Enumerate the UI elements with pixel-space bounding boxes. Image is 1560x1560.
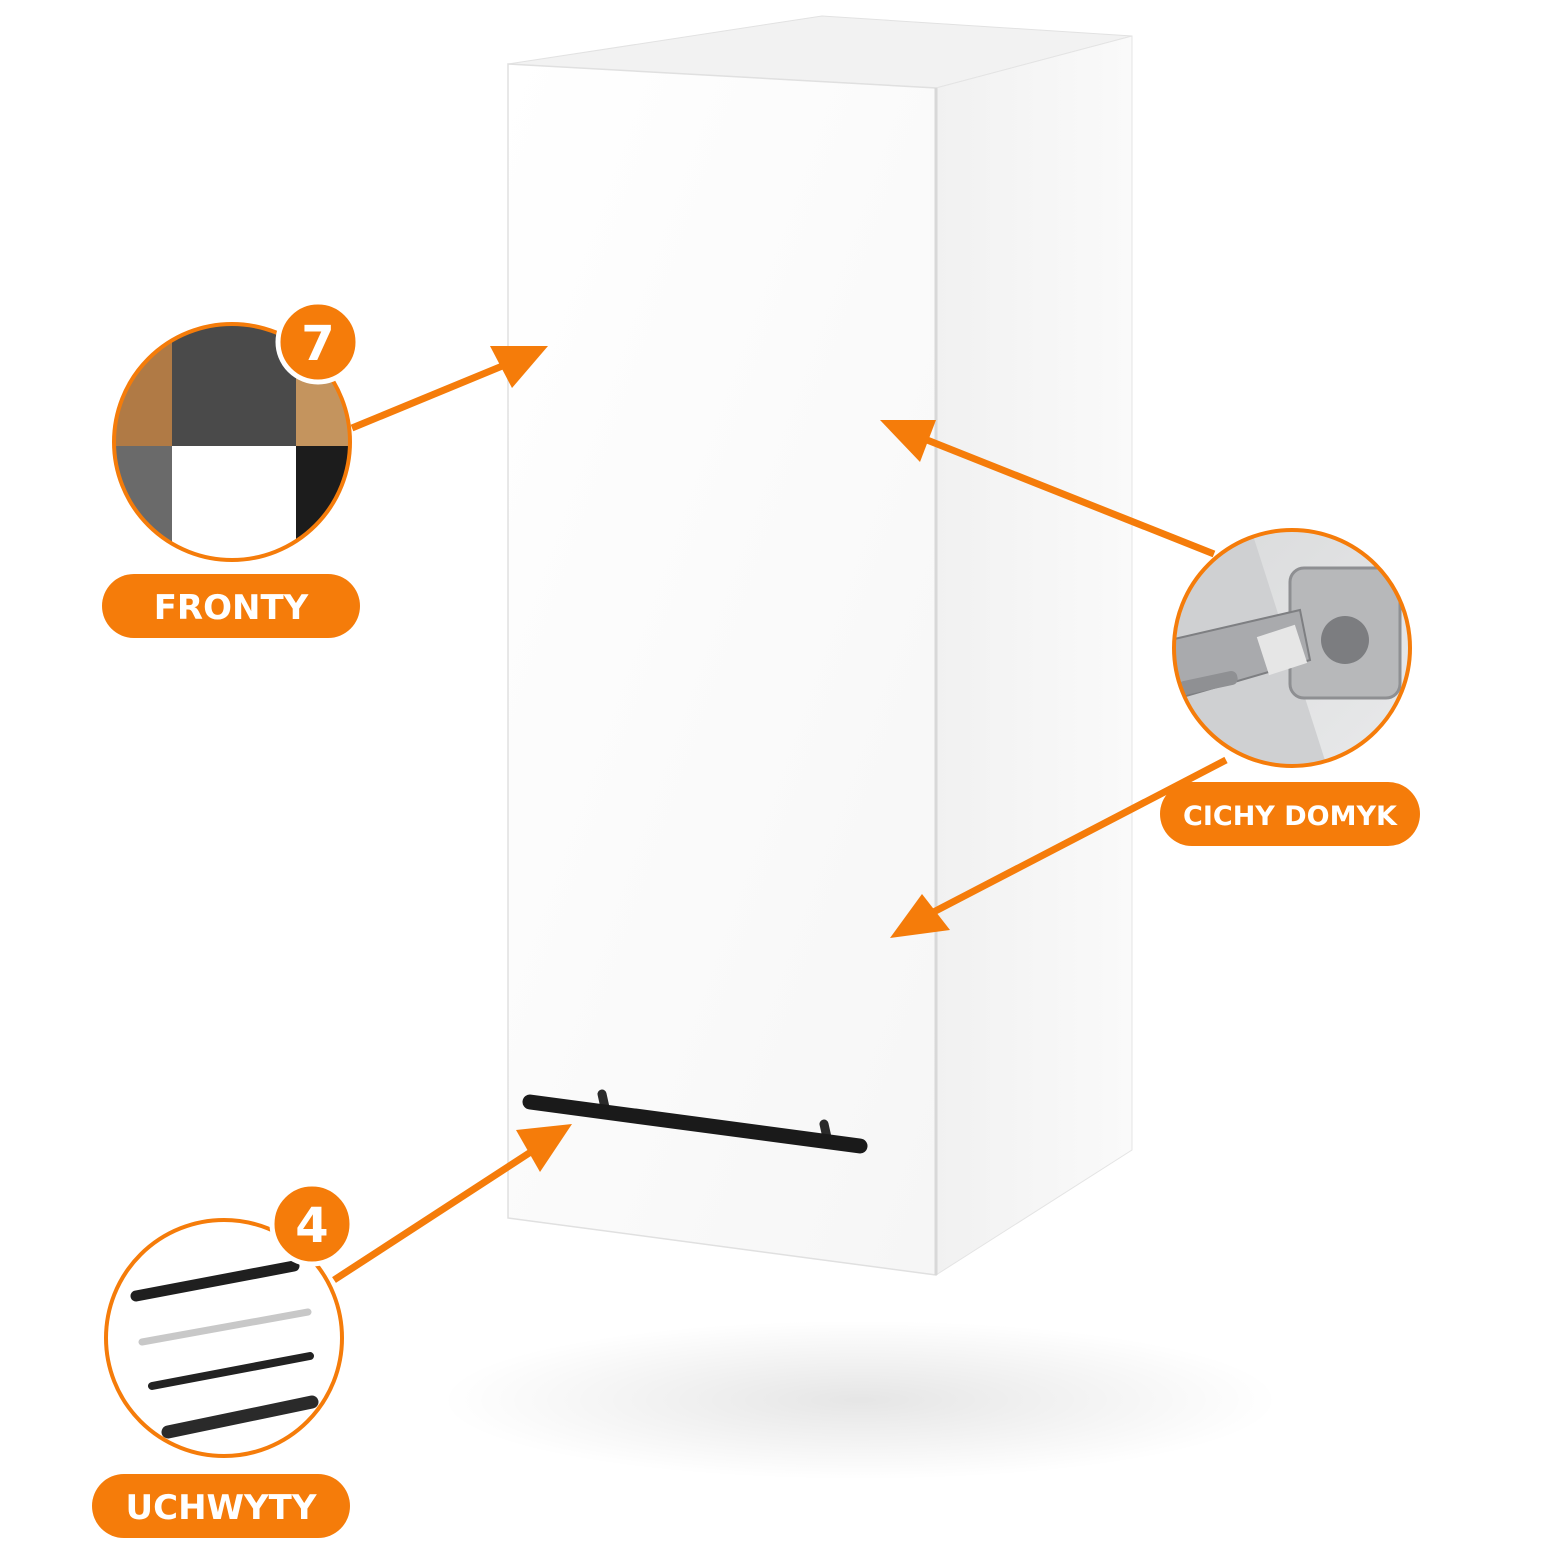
handle-option bbox=[161, 1395, 319, 1439]
color-swatch bbox=[172, 324, 296, 446]
arrow-fronts bbox=[350, 346, 548, 432]
cabinet-handle bbox=[522, 1089, 868, 1154]
count-badge bbox=[269, 1181, 355, 1267]
cabinet-side bbox=[935, 35, 1133, 1276]
label-badge bbox=[102, 574, 360, 638]
callout-soft-close: CICHY DOMYK bbox=[1160, 528, 1420, 846]
soft-close-label: CICHY DOMYK bbox=[1183, 801, 1398, 832]
arrow-hinge-top bbox=[880, 420, 1216, 558]
wall-cabinet bbox=[507, 15, 1133, 1276]
label-badge bbox=[92, 1474, 350, 1538]
callout-handles: 4 UCHWYTY bbox=[92, 1181, 355, 1538]
handle-option bbox=[148, 1352, 314, 1390]
cabinet-door bbox=[507, 63, 937, 1276]
hinge-icon bbox=[1174, 530, 1410, 766]
label-badge bbox=[1160, 782, 1420, 846]
color-swatch bbox=[114, 324, 172, 446]
handles-count: 4 bbox=[295, 1198, 328, 1254]
count-badge bbox=[275, 299, 361, 385]
color-swatch bbox=[172, 446, 296, 560]
callout-fronts: 7 FRONTY bbox=[102, 299, 361, 638]
handle-option bbox=[138, 1308, 312, 1346]
floor-shadow bbox=[440, 1320, 1280, 1480]
handle-option bbox=[130, 1260, 300, 1302]
handles-label: UCHWYTY bbox=[126, 1488, 317, 1528]
arrow-hinge-bottom bbox=[890, 756, 1228, 938]
color-swatch bbox=[114, 446, 172, 560]
arrow-handles bbox=[332, 1124, 572, 1283]
fronts-label: FRONTY bbox=[154, 588, 309, 628]
fronts-count: 7 bbox=[301, 316, 334, 372]
